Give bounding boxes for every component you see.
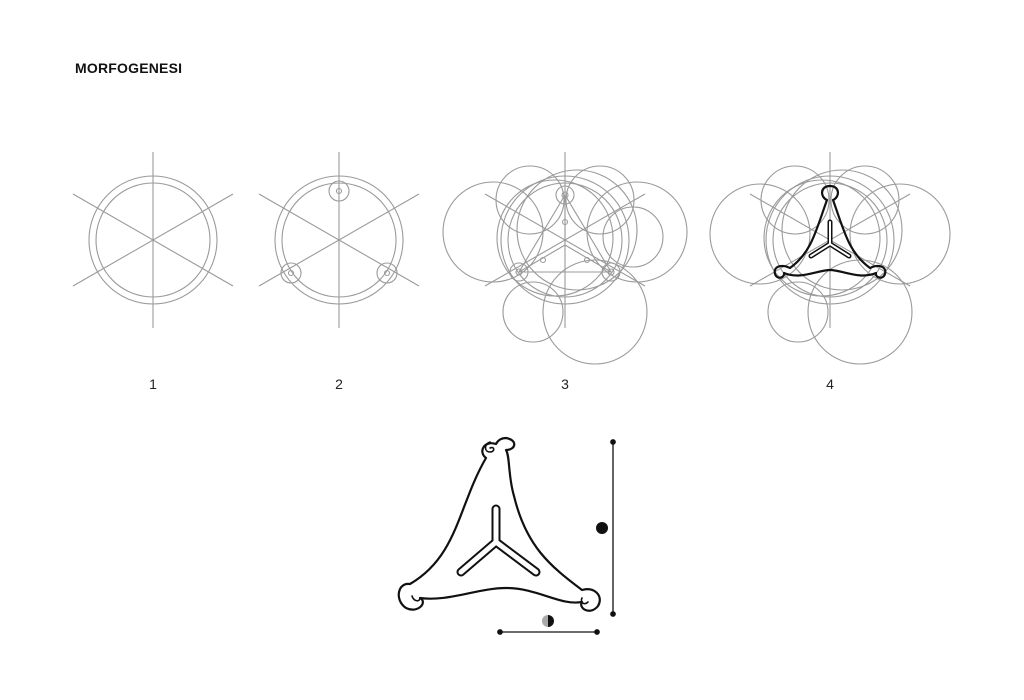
step-4-construction: [709, 151, 951, 365]
step-4-outline: [773, 184, 887, 279]
final-shape: [397, 436, 601, 612]
step-label-1: 1: [149, 376, 157, 392]
step-3-construction: [442, 151, 688, 365]
step-label-2: 2: [335, 376, 343, 392]
page-title: MORFOGENESI: [75, 60, 183, 76]
filled-dot-icon: [596, 522, 608, 534]
step-2-construction: [258, 151, 420, 329]
step-label-4: 4: [826, 376, 834, 392]
step-1-construction: [72, 151, 234, 329]
step-label-3: 3: [561, 376, 569, 392]
half-filled-dot-icon: [542, 615, 554, 627]
height-dimension: [610, 439, 616, 617]
width-dimension: [497, 629, 600, 635]
